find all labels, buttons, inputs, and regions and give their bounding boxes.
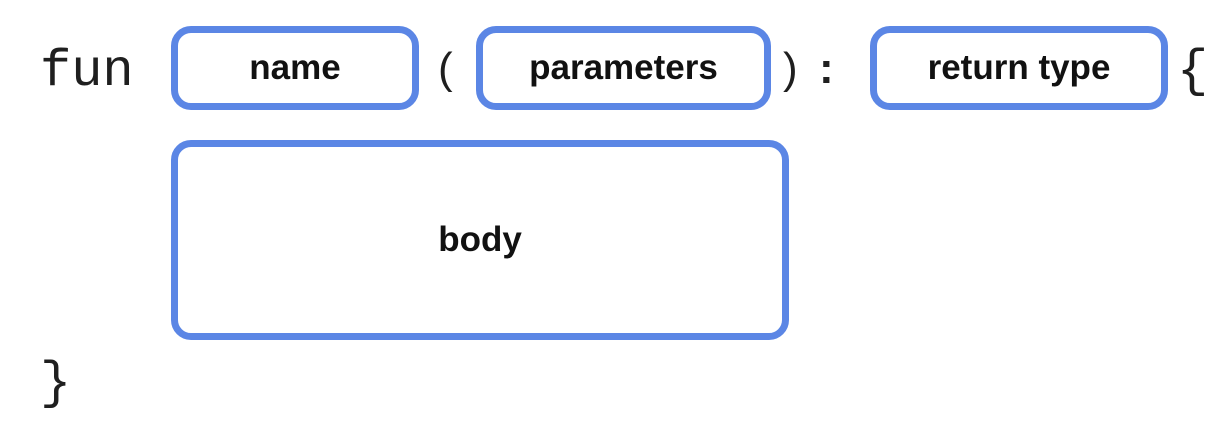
return-type-label: return type [927,48,1111,87]
parameters-box: parameters [476,26,771,110]
name-label: name [249,48,341,87]
body-label: body [438,220,522,259]
open-paren: ( [438,44,453,93]
fun-keyword: fun [40,42,134,101]
name-box: name [171,26,419,110]
parameters-label: parameters [529,48,718,87]
colon: : [819,44,834,93]
open-brace: { [1177,42,1209,101]
return-type-box: return type [870,26,1168,110]
close-paren: ) [783,44,798,93]
close-brace: } [40,354,72,413]
body-box: body [171,140,789,340]
